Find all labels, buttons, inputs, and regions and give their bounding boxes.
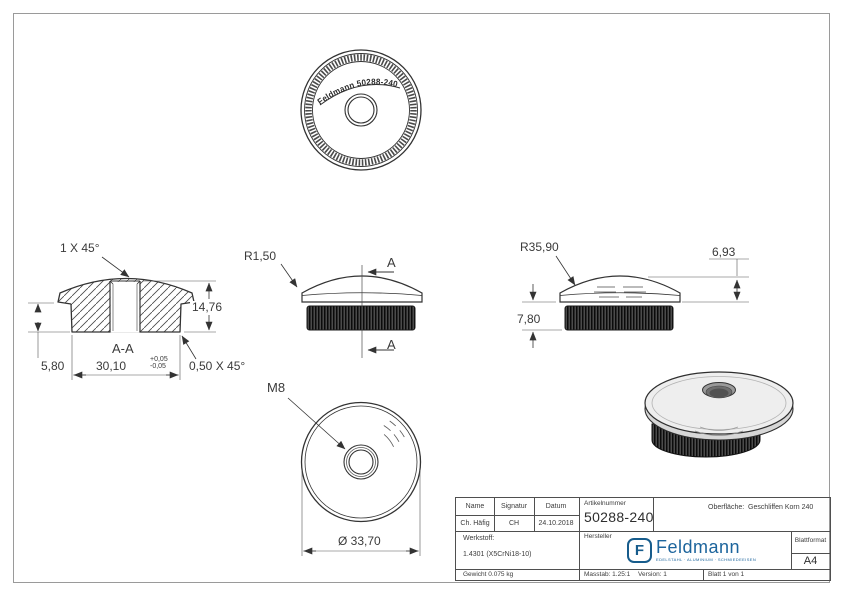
- tb-header-name: Name: [465, 503, 485, 510]
- manufacturer-label: Hersteller: [584, 533, 612, 540]
- surface-value: Geschliffen Korn 240: [748, 504, 814, 511]
- dim-chamfer-bottom: 0,50 X 45°: [189, 359, 246, 373]
- logo-text: Feldmann EDELSTAHL · ALUMINIUM · SCHMIED…: [656, 538, 756, 562]
- cut-marker-top: A: [387, 255, 396, 270]
- dim-thread: M8: [267, 380, 286, 395]
- tb-header-article: Artikelnummer: [584, 500, 626, 507]
- feldmann-logo: F Feldmann EDELSTAHL · ALUMINIUM · SCHMI…: [627, 538, 756, 563]
- iso-view: [644, 371, 794, 458]
- dim-edge-height: 5,80: [41, 359, 65, 373]
- tb-line: [456, 531, 830, 532]
- dim-width-tolerance: +0,05 -0,05: [150, 356, 168, 370]
- tb-line: [791, 553, 830, 554]
- tb-line: [456, 569, 830, 570]
- dim-base-height: 7,80: [515, 312, 543, 326]
- dim-dome-height: 6,93: [712, 245, 736, 259]
- format-value: A4: [803, 555, 818, 567]
- weight-value: Gewicht 0.075 kg: [463, 570, 514, 578]
- tb-line: [791, 531, 792, 569]
- version-value: Version: 1: [638, 570, 667, 578]
- logo-name: Feldmann: [656, 537, 741, 557]
- side-view-right: [522, 255, 749, 348]
- tb-value-date: 24.10.2018: [538, 519, 574, 527]
- logo-tagline: EDELSTAHL · ALUMINIUM · SCHMIEDEEISEN: [656, 557, 757, 562]
- section-label: A-A: [112, 341, 134, 356]
- svg-text:Feldmann 50288-240: Feldmann 50288-240: [315, 76, 399, 106]
- dim-radius-small: R1,50: [244, 249, 277, 263]
- tb-header-signature: Signatur: [500, 503, 528, 510]
- tb-line: [494, 498, 495, 531]
- tb-line: [703, 569, 704, 580]
- tb-value-signature: CH: [508, 519, 520, 527]
- dim-radius-large: R35,90: [520, 240, 559, 254]
- tb-line: [579, 498, 580, 580]
- feldmann-logo-icon: F: [627, 538, 652, 563]
- dim-width: 30,10: [96, 359, 127, 373]
- format-label: Blattformat: [794, 537, 827, 544]
- title-block: Name Signatur Datum Ch. Häfig CH 24.10.2…: [455, 497, 831, 581]
- article-number: 50288-240: [584, 509, 654, 525]
- dim-diameter: Ø 33,70: [336, 534, 383, 548]
- tb-line: [534, 498, 535, 531]
- dim-chamfer-top: 1 X 45°: [60, 241, 100, 255]
- logo-letter: F: [634, 542, 645, 559]
- cut-marker-bottom: A: [387, 337, 396, 352]
- material-label: Werkstoff:: [463, 535, 495, 542]
- top-view: Feldmann 50288-240: [300, 49, 422, 171]
- surface-label: Oberfläche:: [708, 504, 745, 511]
- sheet-value: Blatt 1 von 1: [708, 570, 745, 578]
- tb-line: [456, 515, 579, 516]
- scale-value: Masstab: 1.25:1: [584, 570, 631, 578]
- section-view: [28, 256, 216, 380]
- tb-line: [653, 498, 654, 531]
- tb-value-name: Ch. Häfig: [460, 519, 490, 527]
- tolerance-plus: +0,05: [150, 356, 168, 363]
- side-view: [280, 263, 423, 358]
- material-value: 1.4301 (X5CrNi18-10): [463, 551, 532, 558]
- bottom-view: [287, 397, 422, 556]
- drawing-frame: [13, 13, 830, 583]
- tb-header-date: Datum: [545, 503, 567, 510]
- tolerance-minus: -0,05: [150, 363, 166, 370]
- dim-height: 14,76: [190, 300, 225, 314]
- engraving-text: Feldmann 50288-240: [315, 76, 398, 106]
